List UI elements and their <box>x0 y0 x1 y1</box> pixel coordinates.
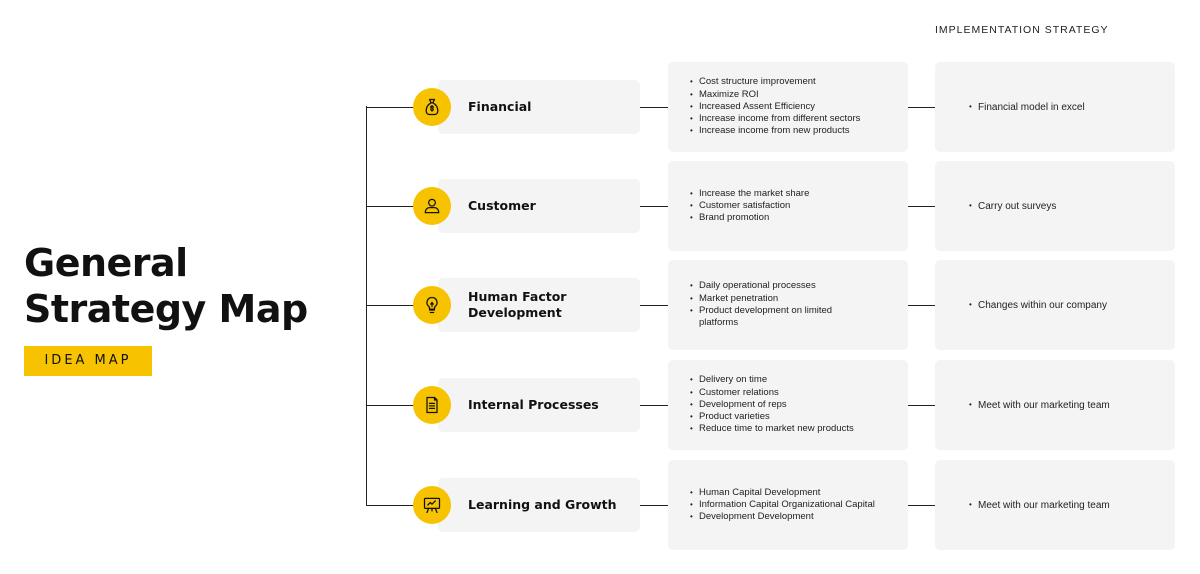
objective-item: Reduce time to market new products <box>690 423 854 436</box>
objective-item: Customer satisfaction <box>690 200 809 213</box>
money-bag-icon <box>413 88 451 126</box>
objective-item: Increase income from new products <box>690 125 860 138</box>
objective-item: Increase the market share <box>690 188 809 201</box>
connector-line <box>638 305 670 306</box>
strategy-row-financial: Financial Cost structure improvement Max… <box>0 62 1200 152</box>
objective-item: Information Capital Organizational Capit… <box>690 499 875 512</box>
implementation-box: Meet with our marketing team <box>935 360 1175 450</box>
lightbulb-icon <box>413 286 451 324</box>
objective-item: Cost structure improvement <box>690 76 860 89</box>
connector-line <box>366 206 418 207</box>
implementation-item: Meet with our marketing team <box>969 400 1110 411</box>
category-label-box: Human Factor Development <box>438 278 640 332</box>
implementation-strategy-header: IMPLEMENTATION STRATEGY <box>935 24 1109 36</box>
objective-item: Product varieties <box>690 411 854 424</box>
objective-item: Daily operational processes <box>690 280 850 293</box>
user-icon <box>413 187 451 225</box>
connector-line <box>906 107 937 108</box>
objective-item: Maximize ROI <box>690 89 860 102</box>
connector-line <box>906 505 937 506</box>
objective-item: Human Capital Development <box>690 487 875 500</box>
category-label: Learning and Growth <box>468 497 617 512</box>
objectives-box: Human Capital Development Information Ca… <box>668 460 908 550</box>
implementation-box: Financial model in excel <box>935 62 1175 152</box>
objective-item: Product development on limited platforms <box>690 305 850 330</box>
implementation-box: Meet with our marketing team <box>935 460 1175 550</box>
implementation-item: Carry out surveys <box>969 201 1056 212</box>
objective-item: Market penetration <box>690 293 850 306</box>
objective-item: Increase income from different sectors <box>690 113 860 126</box>
strategy-row-learning-growth: Learning and Growth Human Capital Develo… <box>0 460 1200 550</box>
page-title: General Strategy Map <box>24 241 308 331</box>
connector-line <box>906 305 937 306</box>
objective-item: Development of reps <box>690 399 854 412</box>
connector-trunk <box>366 106 367 506</box>
category-label: Financial <box>468 99 532 114</box>
category-label-box: Customer <box>438 179 640 233</box>
implementation-item: Meet with our marketing team <box>969 500 1110 511</box>
connector-line <box>638 505 670 506</box>
connector-line <box>638 405 670 406</box>
category-label: Internal Processes <box>468 397 599 412</box>
objective-item: Brand promotion <box>690 212 809 225</box>
category-label-box: Learning and Growth <box>438 478 640 532</box>
objectives-box: Cost structure improvement Maximize ROI … <box>668 62 908 152</box>
objective-item: Development Development <box>690 511 875 524</box>
connector-line <box>906 405 937 406</box>
implementation-item: Financial model in excel <box>969 102 1085 113</box>
implementation-box: Carry out surveys <box>935 161 1175 251</box>
connector-line <box>366 107 418 108</box>
idea-map-badge: IDEA MAP <box>24 346 152 376</box>
objective-item: Delivery on time <box>690 374 854 387</box>
objectives-box: Daily operational processes Market penet… <box>668 260 908 350</box>
connector-line <box>906 206 937 207</box>
strategy-row-human-factor: Human Factor Development Daily operation… <box>0 260 1200 350</box>
strategy-row-customer: Customer Increase the market share Custo… <box>0 161 1200 251</box>
connector-line <box>638 107 670 108</box>
implementation-box: Changes within our company <box>935 260 1175 350</box>
connector-line <box>366 405 418 406</box>
strategy-row-internal-processes: Internal Processes Delivery on time Cust… <box>0 360 1200 450</box>
connector-line <box>366 305 418 306</box>
presentation-board-icon <box>413 486 451 524</box>
implementation-item: Changes within our company <box>969 300 1107 311</box>
connector-line <box>366 505 418 506</box>
objectives-box: Delivery on time Customer relations Deve… <box>668 360 908 450</box>
category-label: Customer <box>468 198 536 213</box>
category-label: Human Factor Development <box>468 289 567 320</box>
category-label-box: Financial <box>438 80 640 134</box>
objective-item: Increased Assent Efficiency <box>690 101 860 114</box>
objectives-box: Increase the market share Customer satis… <box>668 161 908 251</box>
document-icon <box>413 386 451 424</box>
connector-line <box>638 206 670 207</box>
category-label-box: Internal Processes <box>438 378 640 432</box>
objective-item: Customer relations <box>690 387 854 400</box>
